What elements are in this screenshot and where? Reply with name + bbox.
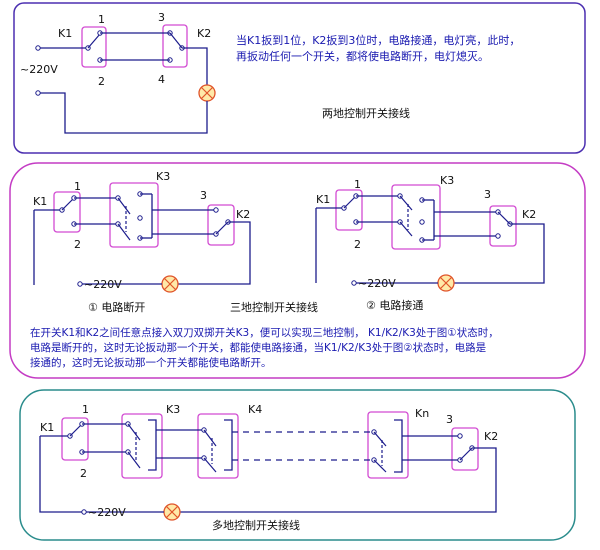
k2-label: K2 [484,430,498,443]
terminal-2-label: 2 [74,238,81,251]
switch-k4-box [197,413,239,479]
terminal-1-label: 1 [98,13,105,26]
k1-label: K1 [40,421,54,434]
wire-return-1 [38,92,208,134]
wire-k2-lamp [182,47,208,85]
k2-label: K2 [197,27,211,40]
lamp-1 [198,84,216,102]
switch-k1-box [81,26,107,68]
voltage-label: ~220V [20,63,58,76]
voltage-label: ~220V [358,277,396,290]
switch-k1-box [61,417,89,461]
k3-label: K3 [166,403,180,416]
k4-label: K4 [248,403,262,416]
k2-label: K2 [236,208,250,221]
panel-3-caption: 多地控制开关接线 [212,518,300,532]
circuit-three-way-closed: K1 1 2 K3 3 K2 ~220V ② 电路接通 [315,174,545,312]
terminal-2-label: 2 [354,238,361,251]
switch-k3-box [109,182,159,248]
switch-kn-box [367,411,409,479]
voltage-label: ~220V [84,278,122,291]
kn-label: Kn [415,407,429,420]
switch-k3-box [391,184,441,250]
panel-1-note-line-2: 再扳动任何一个开关，都将使电路断开，电灯熄灭。 [236,49,489,63]
terminal-3-label: 3 [200,189,207,202]
panel-2-note-line-3: 接通的，这时无论扳动那一个开关都能使电路断开。 [30,356,272,369]
terminal-2-label: 2 [80,467,87,480]
switch-k1-box [335,189,363,231]
switch-k2-box [489,205,517,247]
k1-label: K1 [33,195,47,208]
panel-multi-way-control: K1 1 2 K3 K4 Kn 3 K2 ~220V 多地控制开关接线 [19,389,576,541]
switch-k3-box [121,413,163,479]
terminal-1-label: 1 [74,180,81,193]
k1-label: K1 [58,27,72,40]
circuit-three-way-open: K1 1 2 K3 3 K2 ~220V ① 电路断开 [33,170,251,314]
panel-two-way-control: K1 K2 1 2 3 4 ~220V 当K1扳到1位，K2扳到3位时，电路接通… [13,2,586,154]
panel-three-way-control: K1 1 2 K3 3 K2 ~220V ① 电路断开 [9,162,586,379]
panel-1-frame [13,2,586,154]
voltage-label: ~220V [88,506,126,519]
k3-label: K3 [440,174,454,187]
k3-label: K3 [156,170,170,183]
terminal-1-label: 1 [354,178,361,191]
panel-3-frame [19,389,576,541]
panel-2-caption: 三地控制开关接线 [230,300,318,314]
panel-2-note-line-1: 在开关K1和K2之间任意点接入双刀双掷开关K3，便可以实现三地控制， K1/K2… [30,326,499,339]
switch-k1-box [53,191,81,233]
k2-label: K2 [522,208,536,221]
panel-1-caption: 两地控制开关接线 [322,106,410,120]
switch-k1 [35,30,103,63]
state-label-open: ① 电路断开 [88,300,145,314]
switch-k2-box [451,427,479,471]
panel-2-frame [9,162,586,379]
terminal-1-label: 1 [82,403,89,416]
panel-2-note-line-2: 电路是断开的，这时无论扳动那一个开关，都能使电路接通，当K1/K2/K3处于图②… [30,341,487,354]
terminal-2-label: 2 [98,75,105,88]
switch-k2 [167,30,185,63]
terminal-4-label: 4 [158,73,165,86]
state-label-closed: ② 电路接通 [366,299,423,312]
terminal-3-label: 3 [158,11,165,24]
switch-k2-box [162,24,188,68]
k1-label: K1 [316,193,330,206]
panel-1-note-line-1: 当K1扳到1位，K2扳到3位时，电路接通，电灯亮，此时， [236,33,520,47]
switch-k2-box [207,204,235,246]
terminal-3-label: 3 [484,188,491,201]
terminal-3-label: 3 [446,413,453,426]
